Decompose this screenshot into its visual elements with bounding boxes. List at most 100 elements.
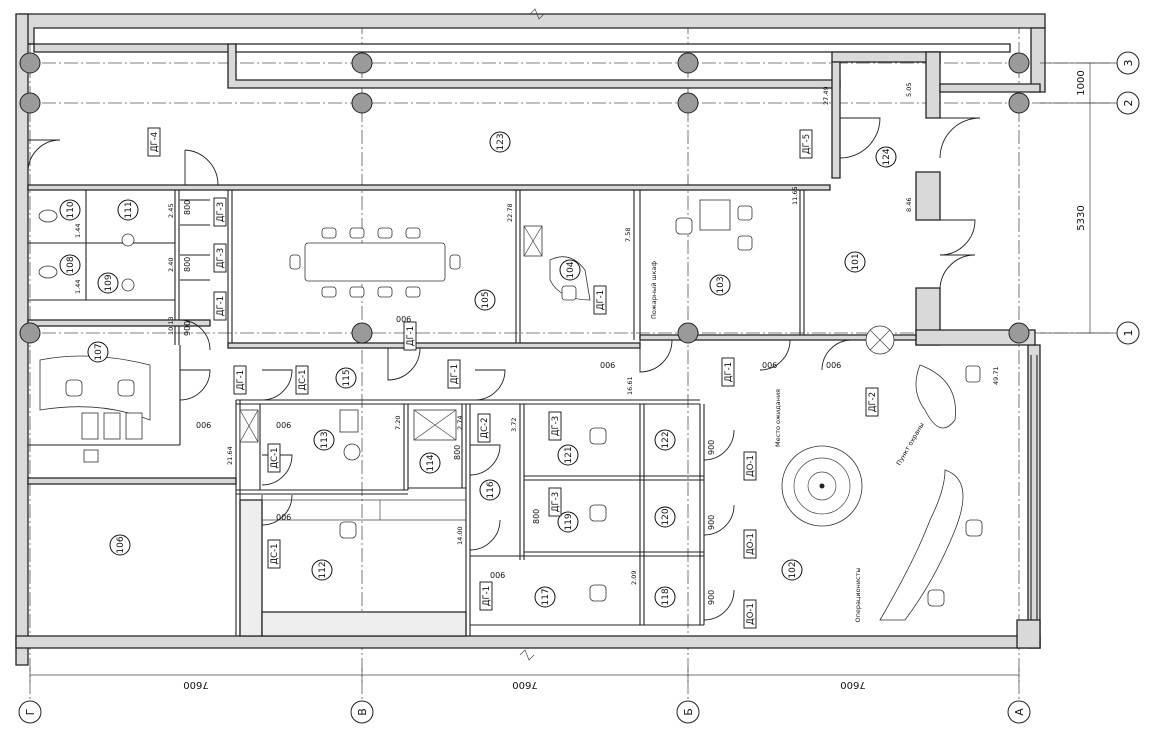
svg-text:ДО-1: ДО-1 <box>746 603 756 625</box>
svg-text:900: 900 <box>707 440 716 455</box>
svg-text:7.20: 7.20 <box>394 416 402 430</box>
svg-text:006: 006 <box>396 315 411 324</box>
axis-col-b: Б <box>676 700 700 724</box>
door-tag-dg1f: ДГ-1 <box>721 357 735 387</box>
svg-text:119: 119 <box>564 513 574 530</box>
svg-text:112: 112 <box>318 561 328 578</box>
room-numbers: 101 102 103 104 105 106 107 108 109 110 … <box>59 131 897 608</box>
svg-text:11.65: 11.65 <box>791 186 799 205</box>
svg-text:ДГ-5: ДГ-5 <box>802 134 812 154</box>
axis-col-a: А <box>1007 700 1031 724</box>
door-tag-ds1c: ДС-1 <box>267 539 281 569</box>
svg-text:22.78: 22.78 <box>506 203 514 222</box>
svg-text:ДГ-3: ДГ-3 <box>216 202 226 222</box>
door-tag-dg5: ДГ-5 <box>799 129 813 159</box>
svg-text:102: 102 <box>788 561 798 578</box>
dim-span-2: 7600 <box>512 679 537 690</box>
svg-text:ДГ-1: ДГ-1 <box>450 364 460 384</box>
svg-text:111: 111 <box>124 201 134 218</box>
svg-text:006: 006 <box>826 361 841 370</box>
door-tag-dg1g: ДГ-1 <box>479 581 493 611</box>
svg-text:101: 101 <box>851 253 861 270</box>
svg-text:ДО-1: ДО-1 <box>746 533 756 555</box>
room-122: 122 <box>654 429 676 451</box>
svg-text:113: 113 <box>320 431 330 448</box>
svg-text:108: 108 <box>66 256 76 273</box>
label-waiting: Место ожидания <box>774 389 782 447</box>
svg-text:21.64: 21.64 <box>226 446 234 465</box>
svg-text:117: 117 <box>541 588 551 605</box>
label-fire-cabinet: Пожарный шкаф <box>650 261 658 319</box>
svg-text:115: 115 <box>342 369 352 386</box>
door-tag-dg1e: ДГ-1 <box>447 359 461 389</box>
inner-walls <box>27 61 1036 637</box>
level-marks: 22.78 7.58 11.65 8.46 27.49 5.05 2.45 1.… <box>74 83 1000 585</box>
svg-text:8.46: 8.46 <box>905 198 913 212</box>
svg-text:ДГ-1: ДГ-1 <box>216 296 226 316</box>
room-112: 112 <box>311 559 333 581</box>
svg-text:2.74: 2.74 <box>456 416 464 430</box>
door-tag-do1a: ДО-1 <box>743 451 757 481</box>
svg-text:105: 105 <box>481 291 491 308</box>
svg-text:121: 121 <box>564 446 574 463</box>
svg-text:14.00: 14.00 <box>456 526 464 545</box>
room-106: 106 <box>109 534 131 556</box>
svg-text:006: 006 <box>276 421 291 430</box>
svg-text:124: 124 <box>882 148 892 165</box>
svg-text:7.58: 7.58 <box>624 228 632 242</box>
svg-text:800: 800 <box>532 509 541 524</box>
room-107: 107 <box>87 341 109 363</box>
svg-text:49.71: 49.71 <box>992 366 1000 385</box>
svg-text:110: 110 <box>66 201 76 218</box>
svg-text:1.44: 1.44 <box>74 224 82 238</box>
svg-text:ДГ-1: ДГ-1 <box>482 586 492 606</box>
svg-text:120: 120 <box>661 508 671 525</box>
svg-text:1.44: 1.44 <box>74 280 82 294</box>
dim-span-1: 7600 <box>183 679 208 690</box>
room-103: 103 <box>709 274 731 296</box>
door-tag-dg1d: ДГ-1 <box>233 365 247 395</box>
room-117: 117 <box>534 586 556 608</box>
axis-col-v: В <box>350 700 374 724</box>
svg-text:109: 109 <box>104 274 114 291</box>
svg-text:3: 3 <box>1122 60 1135 67</box>
svg-text:006: 006 <box>490 571 505 580</box>
door-tag-ds1b: ДС-1 <box>267 443 281 473</box>
room-120: 120 <box>654 506 676 528</box>
door-tag-dg2: ДГ-2 <box>865 387 879 417</box>
door-tags: ДГ-4 ДГ-3 ДГ-3 ДГ-1 ДГ-5 ДГ-1 ДГ-1 ДГ-1 … <box>147 127 879 629</box>
svg-text:114: 114 <box>426 454 436 471</box>
svg-text:ДГ-3: ДГ-3 <box>551 492 561 512</box>
room-114: 114 <box>419 452 441 474</box>
door-tag-dg3b: ДГ-3 <box>213 243 227 273</box>
svg-text:2.40: 2.40 <box>167 258 175 272</box>
svg-text:900: 900 <box>707 515 716 530</box>
svg-text:3.72: 3.72 <box>510 418 518 432</box>
room-118: 118 <box>654 586 676 608</box>
door-width-labels: 800 800 900 900 900 900 800 800 006 006 … <box>183 200 841 605</box>
svg-text:16.61: 16.61 <box>626 376 634 395</box>
door-tag-dg1a: ДГ-1 <box>213 291 227 321</box>
door-tag-ds1a: ДС-1 <box>295 365 309 395</box>
door-tag-dg1b: ДГ-1 <box>403 321 417 351</box>
dim-5330: 5330 <box>1076 205 1087 230</box>
svg-text:ДГ-3: ДГ-3 <box>551 416 561 436</box>
room-111: 111 <box>117 199 139 221</box>
room-121: 121 <box>557 444 579 466</box>
dim-span-3: 7600 <box>840 679 865 690</box>
axis-row-2: 2 <box>1116 91 1140 115</box>
svg-text:900: 900 <box>707 590 716 605</box>
svg-text:123: 123 <box>496 133 506 150</box>
svg-text:Б: Б <box>682 708 695 716</box>
axis-grid <box>20 20 1110 700</box>
room-105: 105 <box>474 289 496 311</box>
svg-text:10.13: 10.13 <box>167 316 175 335</box>
svg-text:006: 006 <box>762 361 777 370</box>
room-116: 116 <box>479 479 501 501</box>
room-124: 124 <box>875 146 897 168</box>
room-102: 102 <box>781 559 803 581</box>
door-tag-dg3a: ДГ-3 <box>213 197 227 227</box>
room-123: 123 <box>489 131 511 153</box>
svg-text:2.45: 2.45 <box>167 204 175 218</box>
